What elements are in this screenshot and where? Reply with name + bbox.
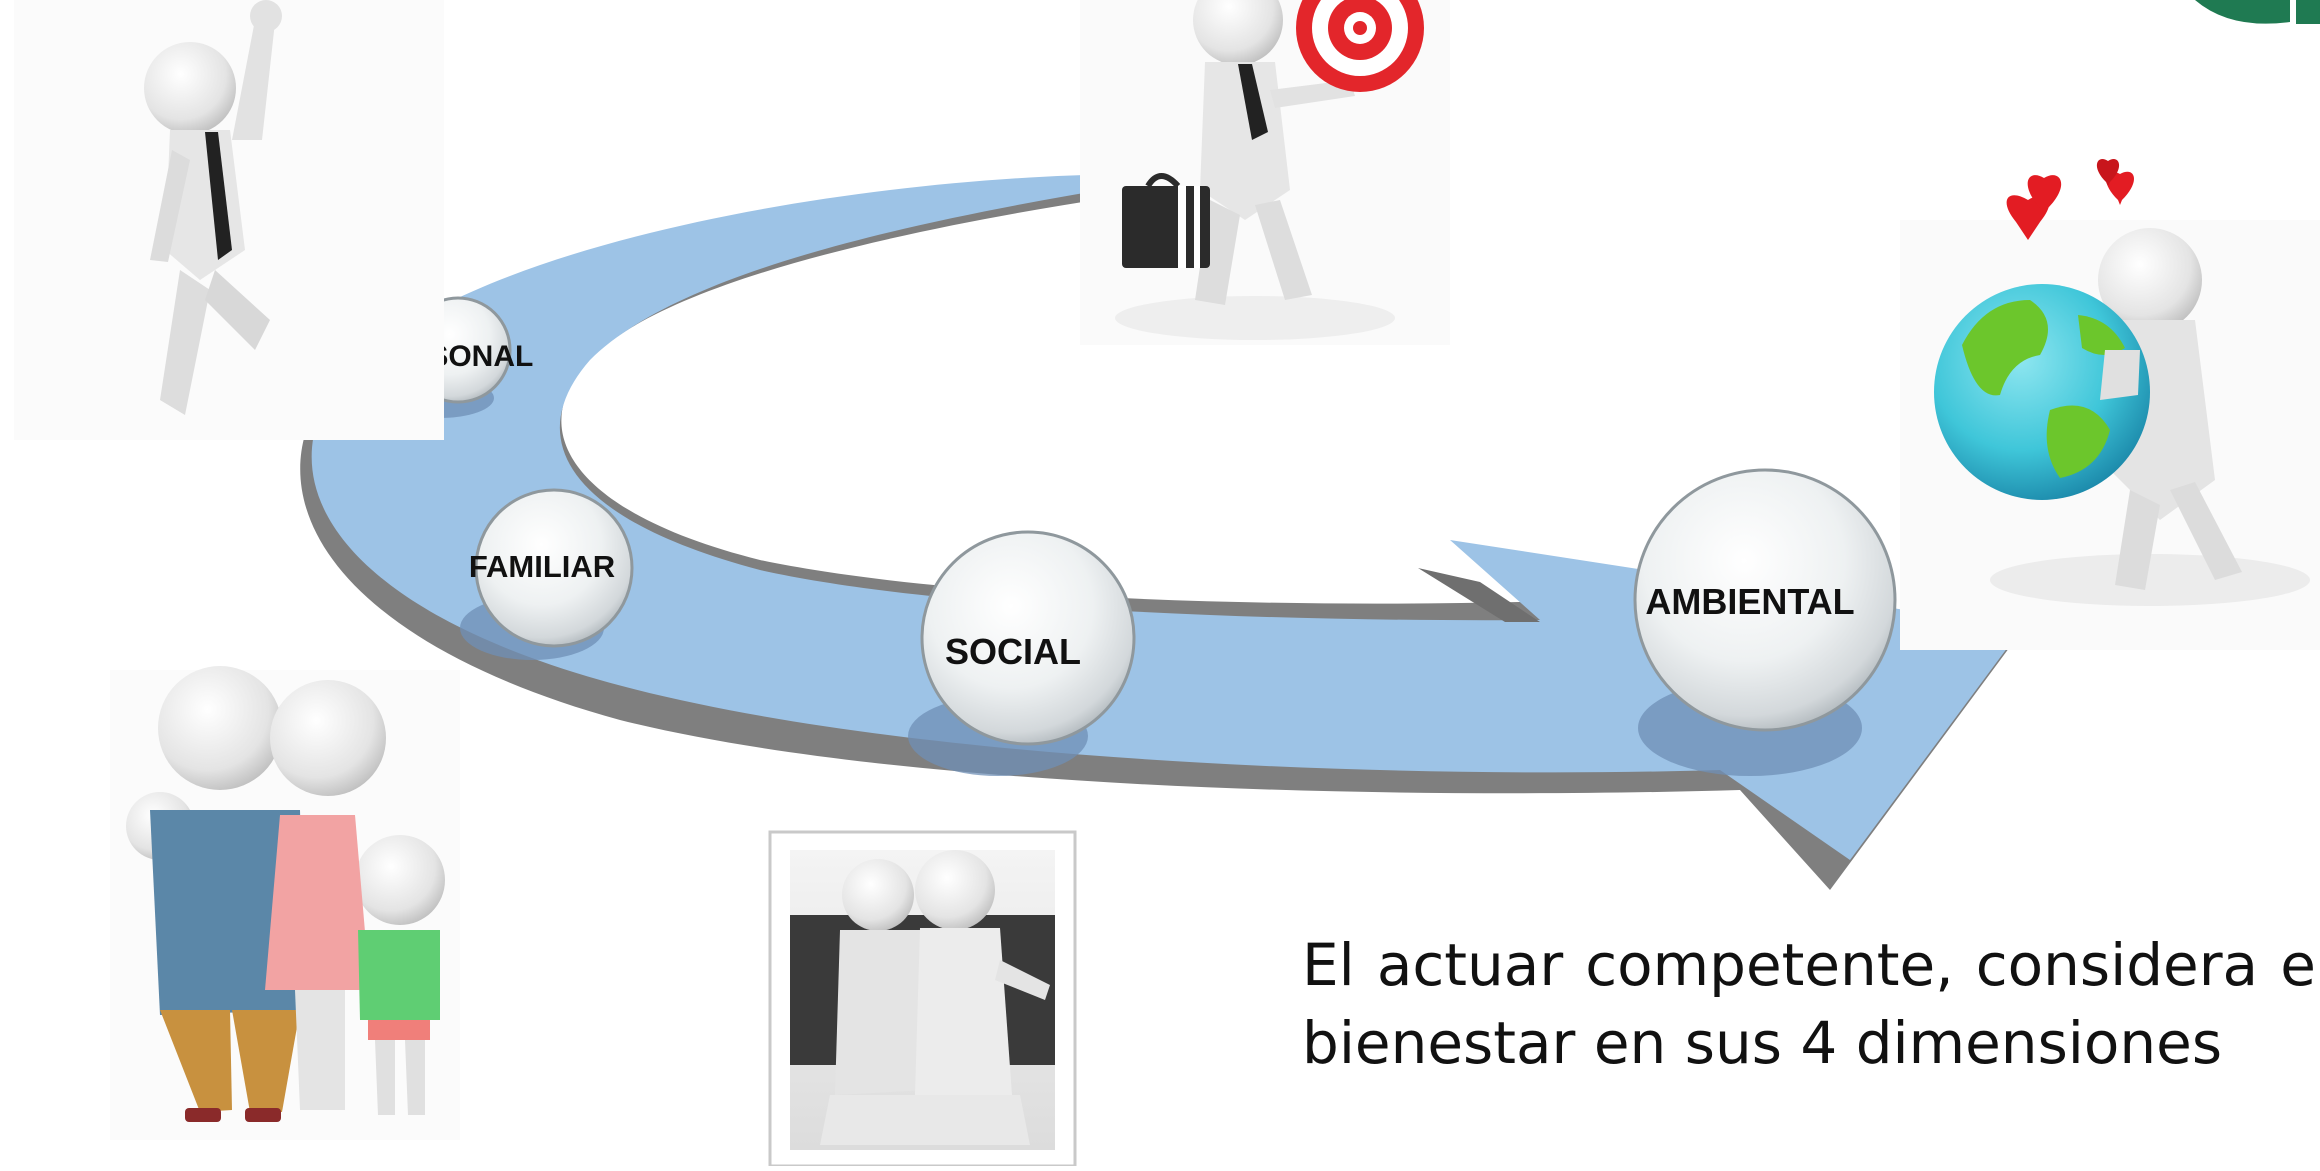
caption-word: el [2280,931,2320,999]
caption-word: considera [1975,931,2259,999]
hearts-icon [2027,158,2135,216]
caption-word: actuar [1376,931,1564,999]
caption-text: El actuar competente, considera el biene… [1302,926,2320,1082]
sphere-familiar: FAMILIAR [469,488,634,648]
caption-line-2: bienestar en sus 4 dimensiones [1302,1009,2223,1077]
corner-logo-icon [2195,0,2320,24]
target-holding-businessman-icon [1080,0,1450,345]
circular-arrow [311,174,2023,860]
family-group-icon [110,666,460,1140]
embracing-friends-photo-icon [768,830,1077,1168]
globe-hugging-person-icon [1900,158,2320,650]
sphere-ambiental: AMBIENTAL [1633,468,1897,732]
caption-line-1: El actuar competente, considera el [1302,926,2320,1004]
sphere-label-ambiental: AMBIENTAL [1645,581,1854,622]
caption-word: competente, [1585,931,1954,999]
sphere-label-familiar: FAMILIAR [469,549,615,584]
jumping-person-icon [14,0,444,440]
caption-word: El [1302,931,1355,999]
sphere-label-social: SOCIAL [945,631,1081,672]
arrow-notch-shadow [1418,568,1540,622]
sphere-social: SOCIAL [920,530,1136,746]
